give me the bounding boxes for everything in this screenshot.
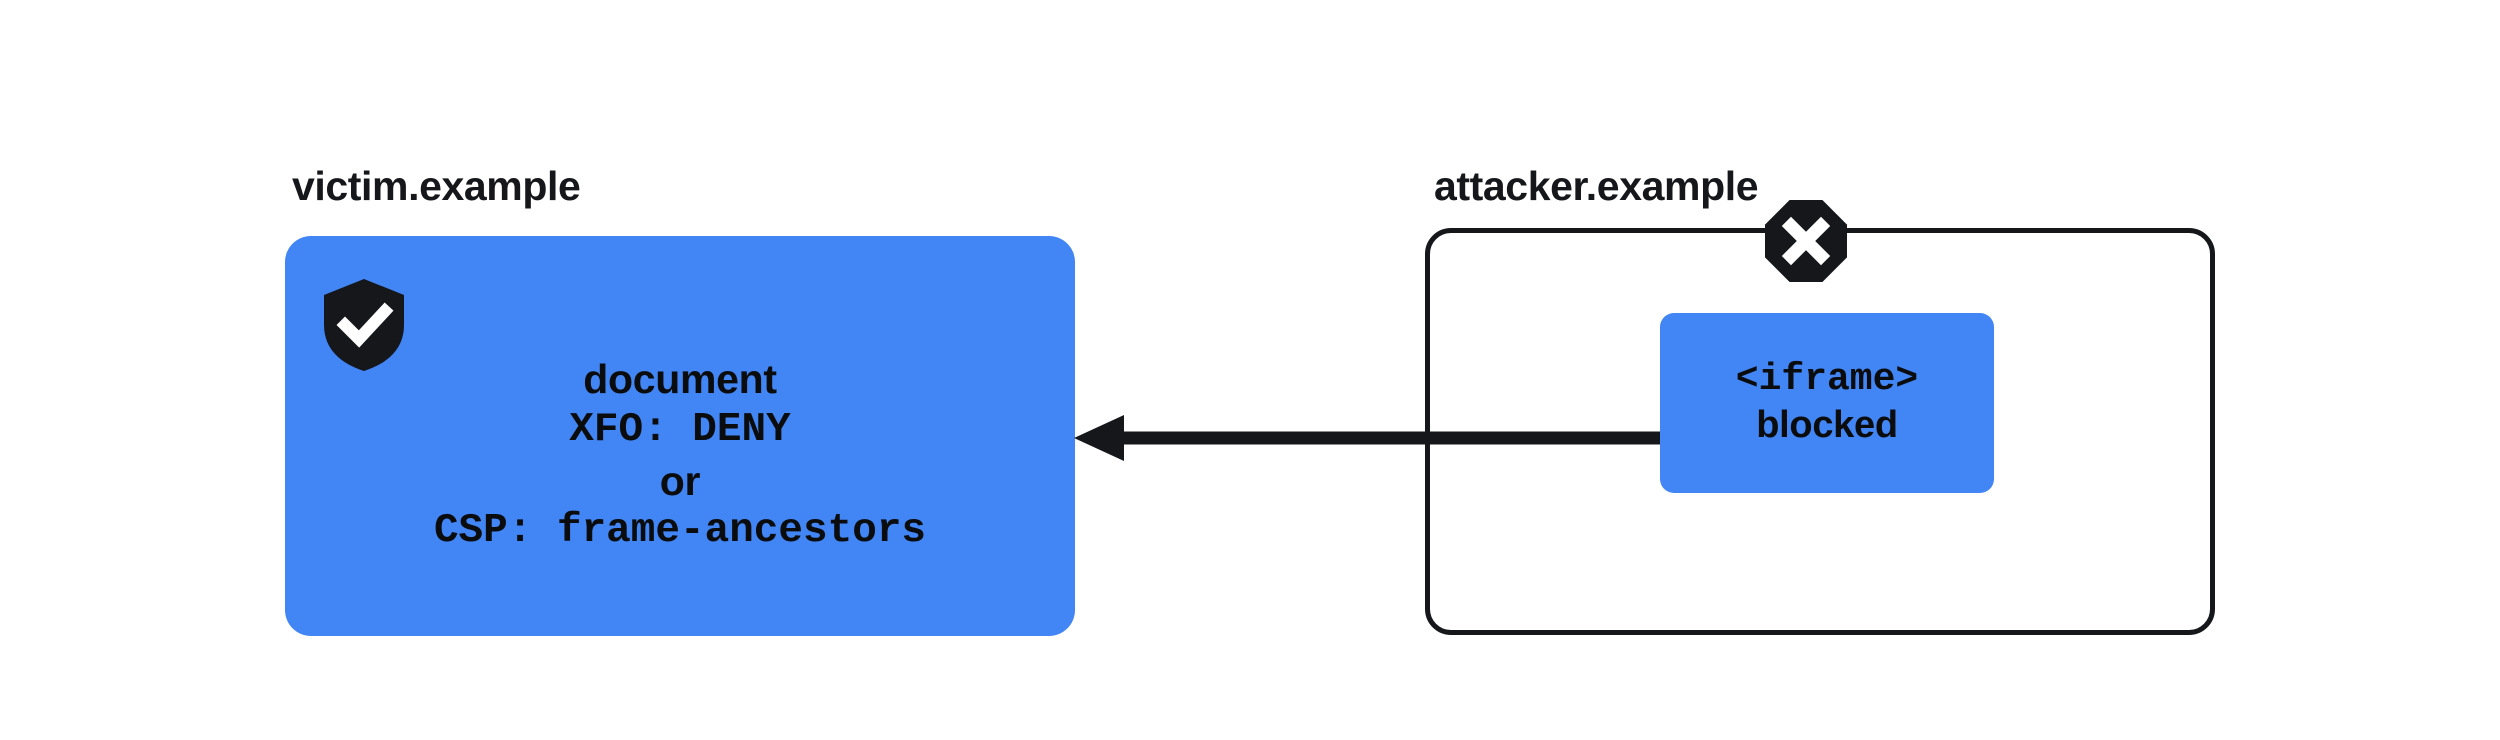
victim-line-or: or [659, 457, 701, 504]
blocked-frame-request-arrow [1060, 408, 1660, 468]
victim-line-xfo: XFO: DENY [569, 406, 791, 453]
octagon-x-blocked-icon [1764, 199, 1848, 283]
victim-origin-panel: document XFO: DENY or CSP: frame-ancesto… [285, 236, 1075, 636]
victim-origin-label: victim.example [292, 163, 581, 209]
attacker-iframe-box: <iframe> blocked [1660, 313, 1994, 493]
iframe-tag-line: <iframe> [1735, 358, 1919, 402]
attacker-origin-label: attacker.example [1434, 163, 1759, 209]
shield-check-icon [321, 278, 407, 372]
iframe-status-line: blocked [1756, 404, 1898, 446]
victim-line-document: document [583, 356, 777, 402]
victim-policy-text: document XFO: DENY or CSP: frame-ancesto… [285, 354, 1075, 557]
victim-line-csp: CSP: frame-ancestors [433, 508, 927, 555]
